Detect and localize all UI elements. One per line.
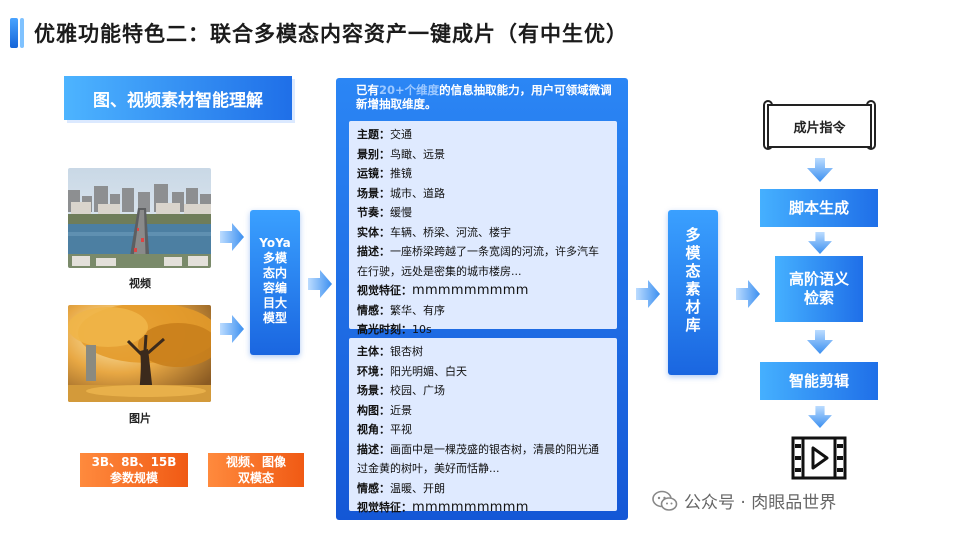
attribute-key: 情感： — [357, 481, 390, 495]
attribute-row: 视觉特征：mmmmmmmmm — [357, 498, 609, 518]
params-pill: 3B、8B、15B 参数规模 — [80, 453, 188, 487]
attribute-row: 情感：繁华、有序 — [357, 301, 609, 321]
model-box-text: YoYa 多模 态内 容编 目大 模型 — [259, 236, 291, 325]
arrow-down-icon — [807, 330, 833, 354]
attribute-key: 景别： — [357, 147, 390, 161]
attribute-value: 近景 — [390, 403, 412, 417]
arrow-right-icon — [308, 270, 332, 298]
attribute-value: 校园、广场 — [390, 384, 445, 397]
wechat-icon — [652, 490, 678, 511]
video-film-icon — [791, 436, 847, 480]
attribute-key: 实体： — [357, 225, 390, 239]
smart-editing-step: 智能剪辑 — [760, 362, 878, 400]
attribute-key: 主题： — [357, 128, 390, 141]
attribute-row: 主体：银杏树 — [357, 342, 609, 362]
arrow-down-icon — [808, 406, 832, 428]
attribute-key: 运镜： — [357, 167, 390, 180]
attribute-value: 一座桥梁跨越了一条宽阔的河流，许多汽车在行驶，远处是密集的城市楼房... — [357, 245, 599, 278]
left-banner: 图、视频素材智能理解 — [64, 76, 292, 120]
attribute-key: 描述： — [357, 442, 390, 456]
panel-header-dimensions: 20+个维度 — [379, 83, 440, 97]
image-caption: 图片 — [129, 412, 151, 425]
attribute-row: 高光时刻：10s — [357, 320, 609, 340]
assets-library-box: 多 模 态 素 材 库 — [668, 210, 718, 375]
panel-header-pre: 已有 — [356, 83, 379, 97]
image-attributes-card: 主体：银杏树环境：阳光明媚、白天场景：校园、广场构图：近景视角：平视描述：画面中… — [349, 338, 617, 515]
attribute-row: 视觉特征：mmmmmmmmm — [357, 281, 609, 301]
modality-pill-text: 视频、图像 双模态 — [225, 455, 286, 485]
attribute-value: 缓慢 — [390, 206, 412, 219]
watermark-text: 公众号 · 肉眼品世界 — [684, 493, 837, 513]
attribute-row: 环境：阳光明媚、白天 — [357, 362, 609, 382]
attribute-key: 场景： — [357, 186, 390, 200]
attribute-value: 车辆、桥梁、河流、楼宇 — [390, 225, 511, 239]
attribute-row: 情感：温暖、开朗 — [357, 479, 609, 499]
attribute-value: mmmmmmmmm — [412, 283, 529, 298]
attribute-row: 景别：鸟瞰、远景 — [357, 145, 609, 165]
attribute-key: 视角： — [357, 423, 390, 436]
script-generation-text: 脚本生成 — [788, 198, 849, 217]
attribute-row: 节奏：缓慢 — [357, 203, 609, 223]
semantic-retrieval-step: 高阶语义 检索 — [775, 256, 863, 322]
attribute-key: 环境： — [357, 364, 390, 378]
panel-header-post: 的信息抽取能力，用户可领域微调新增抽取维度。 — [356, 83, 612, 111]
arrow-right-icon — [636, 280, 660, 308]
attribute-row: 实体：车辆、桥梁、河流、楼宇 — [357, 223, 609, 243]
attribute-value: 繁华、有序 — [390, 303, 445, 317]
instruction-text: 成片指令 — [793, 120, 846, 136]
attribute-key: 视觉特征： — [357, 284, 412, 297]
arrow-down-icon — [807, 158, 833, 182]
attribute-key: 情感： — [357, 303, 390, 317]
attribute-value: 鸟瞰、远景 — [390, 147, 445, 161]
attribute-value: 阳光明媚、白天 — [390, 364, 467, 378]
attribute-key: 视觉特征： — [357, 501, 412, 514]
video-thumbnail — [68, 168, 211, 268]
attribute-row: 构图：近景 — [357, 401, 609, 421]
attribute-value: 城市、道路 — [390, 186, 445, 200]
attribute-row: 场景：校园、广场 — [357, 381, 609, 401]
title-accent-bar-light — [20, 18, 24, 48]
script-generation-step: 脚本生成 — [760, 189, 878, 227]
assets-library-text: 多 模 态 素 材 库 — [685, 226, 701, 334]
attribute-row: 描述：画面中是一棵茂盛的银杏树，清晨的阳光通过金黄的树叶，美好而恬静... — [357, 440, 609, 479]
attribute-value: 画面中是一棵茂盛的银杏树，清晨的阳光通过金黄的树叶，美好而恬静... — [357, 442, 599, 476]
params-pill-text: 3B、8B、15B 参数规模 — [91, 455, 177, 485]
attribute-row: 主题：交通 — [357, 125, 609, 145]
attribute-value: 10s — [412, 323, 432, 336]
attribute-key: 节奏： — [357, 206, 390, 219]
attribute-key: 高光时刻： — [357, 323, 412, 336]
panel-header: 已有20+个维度的信息抽取能力，用户可领域微调新增抽取维度。 — [356, 83, 618, 111]
attribute-value: 推镜 — [390, 167, 412, 180]
instruction-scroll: 成片指令 — [767, 104, 872, 148]
model-box: YoYa 多模 态内 容编 目大 模型 — [250, 210, 300, 355]
video-caption: 视频 — [129, 277, 151, 290]
image-thumbnail — [68, 305, 211, 402]
attribute-row: 运镜：推镜 — [357, 164, 609, 184]
attribute-value: 温暖、开朗 — [390, 481, 445, 495]
title-accent-bar — [10, 18, 18, 48]
modality-pill: 视频、图像 双模态 — [208, 453, 304, 487]
attribute-value: 银杏树 — [390, 345, 423, 358]
attribute-value: 交通 — [390, 128, 412, 141]
semantic-retrieval-text: 高阶语义 检索 — [788, 270, 849, 307]
attribute-value: 平视 — [390, 423, 412, 436]
page-title: 优雅功能特色二：联合多模态内容资产一键成片（有中生优） — [34, 22, 628, 46]
video-attributes-card: 主题：交通景别：鸟瞰、远景运镜：推镜场景：城市、道路节奏：缓慢实体：车辆、桥梁、… — [349, 121, 617, 336]
arrow-right-icon — [220, 315, 244, 343]
attribute-row: 描述：一座桥梁跨越了一条宽阔的河流，许多汽车在行驶，远处是密集的城市楼房... — [357, 242, 609, 281]
attribute-key: 构图： — [357, 403, 390, 417]
arrow-down-icon — [808, 232, 832, 254]
smart-editing-text: 智能剪辑 — [788, 371, 849, 390]
watermark: 公众号 · 肉眼品世界 — [652, 488, 836, 513]
attribute-row: 场景：城市、道路 — [357, 184, 609, 204]
attribute-key: 主体： — [357, 345, 390, 358]
arrow-right-icon — [736, 280, 760, 308]
arrow-right-icon — [220, 223, 244, 251]
attribute-value: mmmmmmmmm — [412, 500, 529, 515]
attribute-row: 视角：平视 — [357, 420, 609, 440]
attribute-key: 场景： — [357, 384, 390, 397]
attribute-key: 描述： — [357, 245, 390, 258]
